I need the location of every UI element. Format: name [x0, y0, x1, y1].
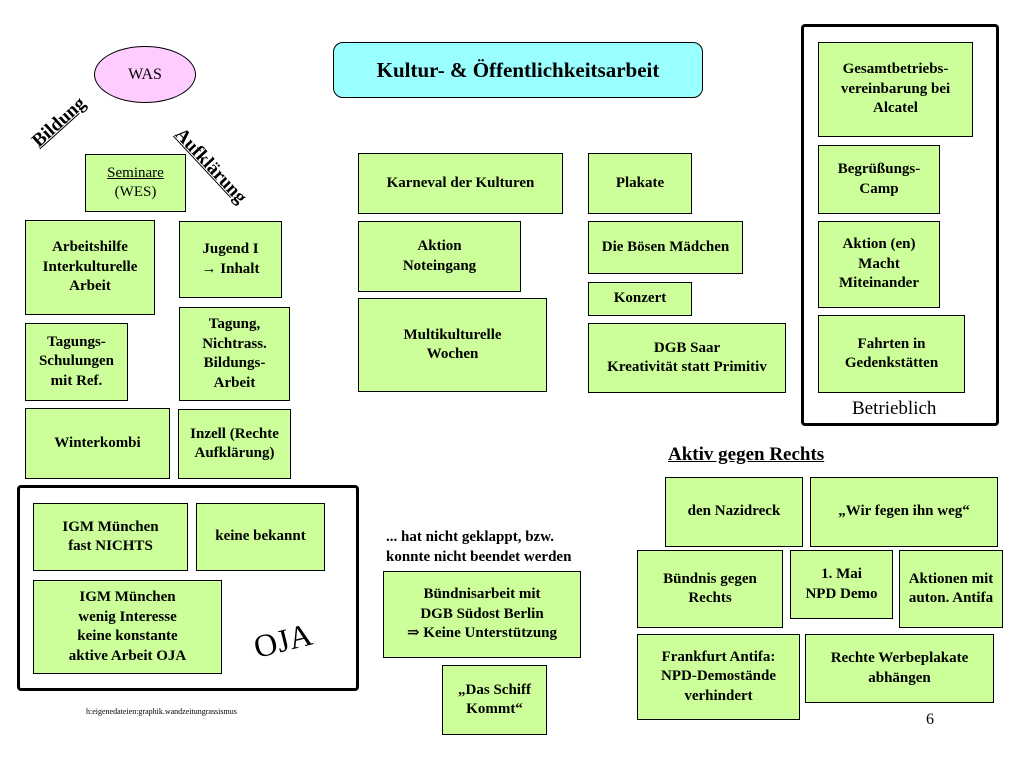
schiff-box: „Das Schiff Kommt“ [442, 665, 547, 735]
page-title: Kultur- & Öffentlichkeitsarbeit [333, 42, 703, 98]
page-number: 6 [926, 711, 934, 728]
oja-frame [17, 485, 359, 691]
footer-path: h:eigenedateien:graphik.wandzeitungrassi… [86, 707, 237, 716]
tagung-nichtrass-box: Tagung, Nichtrass. Bildungs- Arbeit [179, 307, 290, 401]
multikulturelle-box: Multikulturelle Wochen [358, 298, 547, 392]
jugend-box: Jugend I → Inhalt [179, 221, 282, 298]
seminare-sub: (WES) [114, 184, 157, 200]
nazidreck-box: den Nazidreck [665, 477, 803, 547]
betrieblich-frame [801, 24, 999, 426]
seminare-box: Seminare (WES) [85, 154, 186, 212]
igm-nichts-box: IGM München fast NICHTS [33, 503, 188, 571]
tagungs-schulungen-box: Tagungs- Schulungen mit Ref. [25, 323, 128, 401]
gesamtbetriebs-box: Gesamtbetriebs- vereinbarung bei Alcatel [818, 42, 973, 137]
winterkombi-box: Winterkombi [25, 408, 170, 479]
aktiv-gegen-rechts-heading: Aktiv gegen Rechts [668, 444, 825, 465]
buendnis-gegen-rechts-box: Bündnis gegen Rechts [637, 550, 783, 628]
werbeplakate-box: Rechte Werbeplakate abhängen [805, 634, 994, 703]
seminare-title: Seminare [107, 164, 164, 181]
dgb-saar-box: DGB Saar Kreativität statt Primitiv [588, 323, 786, 393]
arbeitshilfe-box: Arbeitshilfe Interkulturelle Arbeit [25, 220, 155, 315]
betrieblich-label: Betrieblich [852, 398, 937, 419]
wir-fegen-box: „Wir fegen ihn weg“ [810, 477, 998, 547]
mai-npd-demo-box: 1. Mai NPD Demo [790, 550, 893, 619]
aktion-macht-box: Aktion (en) Macht Miteinander [818, 221, 940, 308]
keine-bekannt-box: keine bekannt [196, 503, 325, 571]
was-ellipse: WAS [94, 46, 196, 103]
igm-interesse-box: IGM München wenig Interesse keine konsta… [33, 580, 222, 674]
aktionen-antifa-box: Aktionen mit auton. Antifa [899, 550, 1003, 628]
plakate-box: Plakate [588, 153, 692, 214]
begruessungs-box: Begrüßungs- Camp [818, 145, 940, 214]
bildung-label: Bildung [28, 92, 90, 152]
boesen-maedchen-box: Die Bösen Mädchen [588, 221, 743, 274]
fahrten-box: Fahrten in Gedenkstätten [818, 315, 965, 393]
buendnisarbeit-box: Bündnisarbeit mit DGB Südost Berlin ⇒ Ke… [383, 571, 581, 658]
noteingang-box: Aktion Noteingang [358, 221, 521, 292]
karneval-box: Karneval der Kulturen [358, 153, 563, 214]
konzert-box: Konzert [588, 282, 692, 316]
inzell-box: Inzell (Rechte Aufklärung) [178, 409, 291, 479]
frankfurt-antifa-box: Frankfurt Antifa: NPD-Demostände verhind… [637, 634, 800, 720]
not-worked-note: ... hat nicht geklappt, bzw. konnte nich… [386, 529, 572, 565]
